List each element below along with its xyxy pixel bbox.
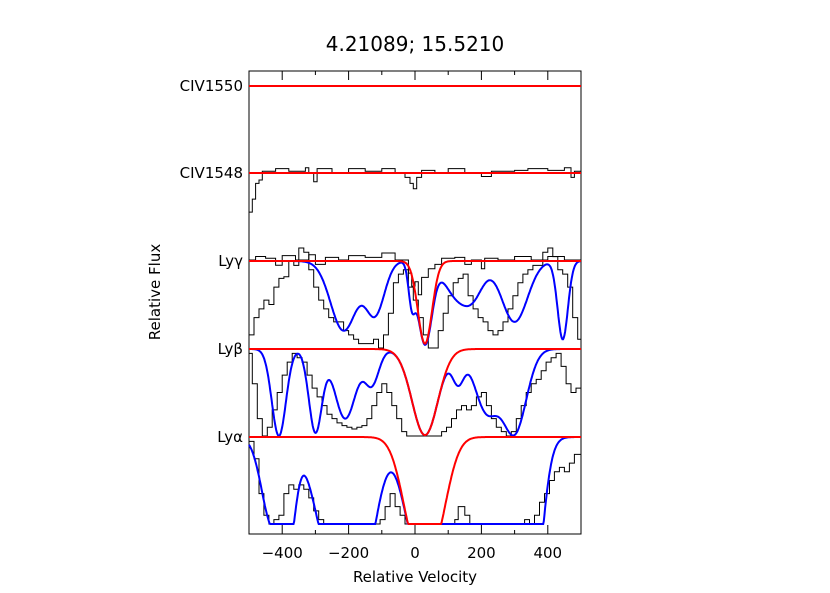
chart-title: 4.21089; 15.5210 [326, 32, 505, 56]
x-tick-label: 400 [533, 544, 562, 562]
x-tick-label: 0 [410, 544, 420, 562]
data-spectrum [249, 352, 582, 437]
panel-label: Lyγ [218, 252, 243, 270]
data-spectrum [249, 247, 582, 349]
x-tick-label: −400 [262, 544, 303, 562]
panel-label: Lyα [217, 428, 243, 446]
panel-label: CIV1550 [180, 77, 243, 95]
blend-fit-curve [248, 436, 581, 525]
panel-label: Lyβ [218, 340, 243, 358]
target-fit-curve [249, 348, 581, 437]
target-fit-curve [249, 436, 581, 525]
x-tick-label: 200 [467, 544, 496, 562]
x-tick-label: −200 [328, 544, 369, 562]
plot-frame [248, 70, 582, 535]
data-spectrum [249, 167, 582, 213]
data-spectrum [249, 440, 582, 525]
y-axis-label: Relative Flux [146, 244, 164, 341]
x-axis-label: Relative Velocity [353, 568, 477, 586]
blend-fit-curve [249, 260, 581, 347]
panel-label: CIV1548 [180, 164, 243, 182]
target-fit-curve [249, 260, 581, 345]
